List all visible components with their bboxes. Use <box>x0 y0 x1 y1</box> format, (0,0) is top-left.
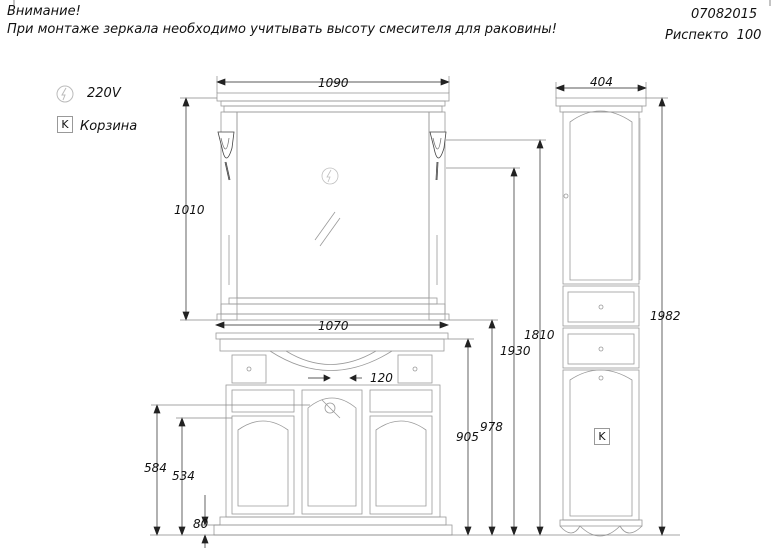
right-lamp <box>429 131 447 181</box>
product-name: Риспекто 100 <box>665 28 762 43</box>
dim-column-height: 1982 <box>650 309 681 323</box>
column-basket-icon: K <box>594 428 610 445</box>
vanity <box>213 332 453 536</box>
warning-text: При монтаже зеркала необходимо учитывать… <box>7 22 557 37</box>
basket-label: Корзина <box>80 119 138 134</box>
dim-1810: 1810 <box>524 328 555 342</box>
dim-plinth: 80 <box>193 517 209 531</box>
warning-title: Внимание! <box>7 4 81 19</box>
dim-584: 584 <box>144 461 167 475</box>
mirror <box>216 92 450 321</box>
date-code: 07082015 <box>691 7 758 22</box>
dim-1930: 1930 <box>500 344 531 358</box>
dim-sink-offset: 120 <box>370 371 393 385</box>
basket-legend-icon: K <box>57 116 73 133</box>
dim-vanity-width: 1070 <box>318 319 349 333</box>
dim-534: 534 <box>172 469 195 483</box>
dim-905: 905 <box>456 430 479 444</box>
power-legend <box>55 84 75 108</box>
power-icon <box>56 85 74 103</box>
power-label: 220V <box>87 86 121 101</box>
dim-mirror-width: 1090 <box>318 76 349 90</box>
dim-mirror-height: 1010 <box>174 203 205 217</box>
left-lamp <box>217 131 235 181</box>
tall-column <box>555 97 647 537</box>
dim-978: 978 <box>480 420 503 434</box>
dim-column-width: 404 <box>590 75 613 89</box>
